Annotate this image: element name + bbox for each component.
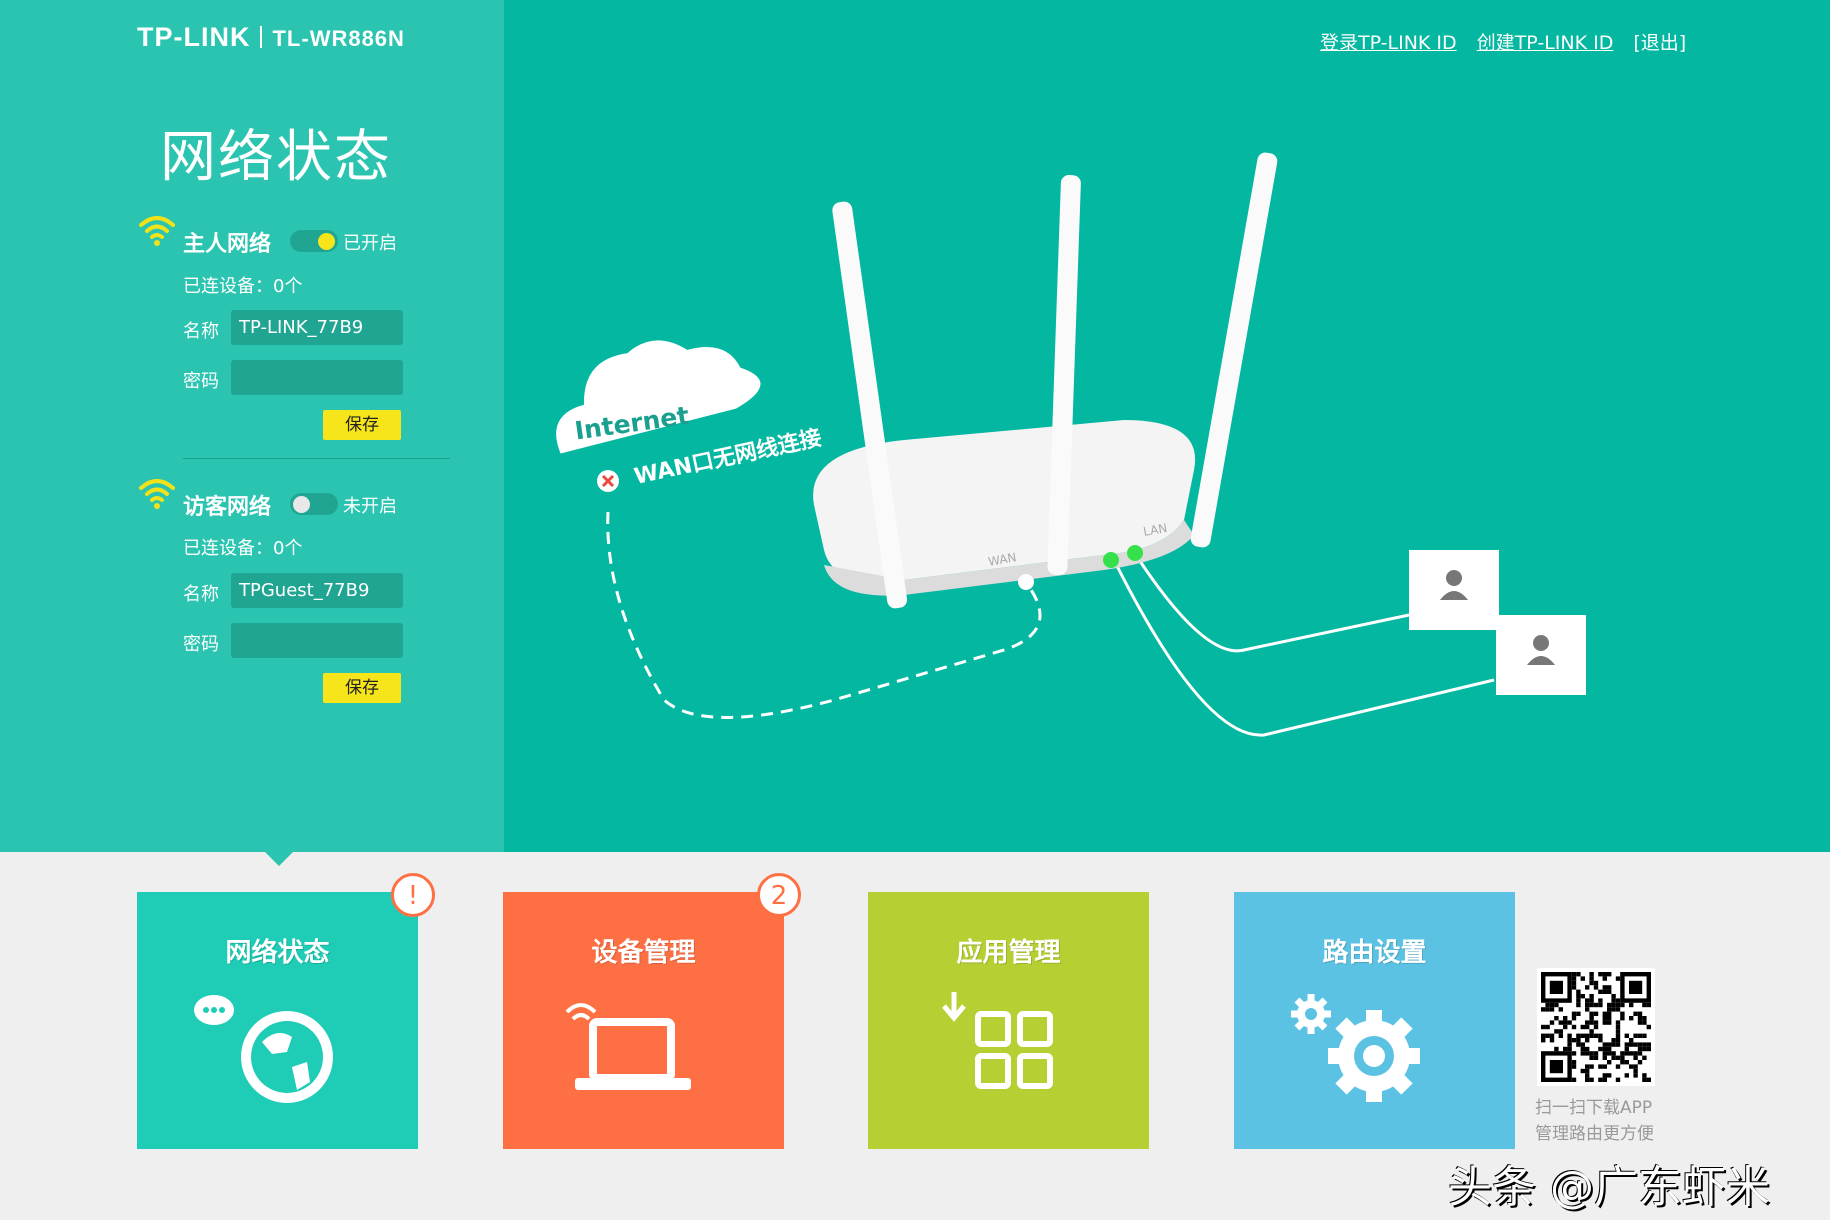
main-password-input[interactable] xyxy=(231,360,403,395)
laptop-wifi-icon xyxy=(565,1003,691,1090)
count-badge: 2 xyxy=(757,873,801,917)
create-id-link[interactable]: 创建TP-LINK ID xyxy=(1476,32,1614,54)
watermark: 头条 @广东虾米 xyxy=(1448,1162,1770,1213)
wan-dashed-cable xyxy=(606,511,1042,719)
guest-network-toggle[interactable] xyxy=(290,493,338,515)
tile-label: 路由设置 xyxy=(1322,938,1427,968)
gear-icon xyxy=(1291,994,1420,1102)
tile-network-status[interactable]: 网络状态 xyxy=(137,892,418,1149)
network-diagram: Internet WAN口无网线连接 WAN LAN xyxy=(556,152,1586,737)
alert-badge: ! xyxy=(391,873,435,917)
lan-cable xyxy=(1132,551,1410,653)
user-device-icon xyxy=(1409,550,1499,630)
guest-password-input[interactable] xyxy=(231,623,403,658)
globe-chat-icon xyxy=(194,995,333,1103)
main-name-input[interactable]: TP-LINK_77B9 xyxy=(231,310,403,345)
main-network-label: 主人网络 xyxy=(183,232,272,257)
guest-name-label: 名称 xyxy=(183,584,219,605)
left-panel xyxy=(0,0,504,852)
main-network-status: 已开启 xyxy=(343,233,397,254)
error-x-icon xyxy=(601,474,615,488)
wifi-icon xyxy=(139,479,175,509)
lan-port-label: LAN xyxy=(1142,521,1168,539)
guest-name-input[interactable]: TPGuest_77B9 xyxy=(231,573,403,608)
apps-download-icon xyxy=(942,992,1053,1089)
qr-code xyxy=(1537,968,1655,1086)
tile-label: 设备管理 xyxy=(591,938,696,968)
user-device-icon xyxy=(1496,615,1586,695)
qr-caption-2: 管理路由更方便 xyxy=(1535,1124,1654,1144)
active-pointer xyxy=(265,852,293,866)
tile-device-management[interactable]: 设备管理 xyxy=(503,892,784,1149)
header-links: 登录TP-LINK ID 创建TP-LINK ID [退出] xyxy=(1320,28,1700,55)
guest-connected-devices: 已连设备：0个 xyxy=(183,538,303,559)
guest-password-label: 密码 xyxy=(183,634,219,655)
tile-router-settings[interactable]: 路由设置 xyxy=(1234,892,1515,1149)
main-name-label: 名称 xyxy=(183,321,219,342)
main-password-label: 密码 xyxy=(183,371,219,392)
wifi-icon xyxy=(139,216,175,246)
lan-led-icon xyxy=(1127,545,1143,561)
wan-port-label: WAN xyxy=(987,550,1017,569)
divider xyxy=(183,458,450,459)
guest-network-label: 访客网络 xyxy=(183,495,272,520)
cloud-icon xyxy=(556,340,761,454)
router-image: WAN LAN xyxy=(813,152,1278,609)
main-network-toggle[interactable] xyxy=(290,230,338,252)
lan-led-icon xyxy=(1103,552,1119,568)
tile-label: 网络状态 xyxy=(225,938,330,968)
login-link[interactable]: 登录TP-LINK ID xyxy=(1320,32,1457,54)
logout-link[interactable]: [退出] xyxy=(1633,32,1687,54)
guest-network-status: 未开启 xyxy=(343,496,397,517)
page-title: 网络状态 xyxy=(160,125,392,190)
wan-status-text: WAN口无网线连接 xyxy=(632,425,824,490)
tile-app-management[interactable]: 应用管理 xyxy=(868,892,1149,1149)
main-save-button[interactable]: 保存 xyxy=(323,410,401,440)
tile-label: 应用管理 xyxy=(956,938,1061,968)
guest-save-button[interactable]: 保存 xyxy=(323,673,401,703)
main-connected-devices: 已连设备：0个 xyxy=(183,276,303,297)
qr-caption-1: 扫一扫下载APP xyxy=(1535,1098,1653,1118)
lan-cable xyxy=(1112,559,1495,737)
